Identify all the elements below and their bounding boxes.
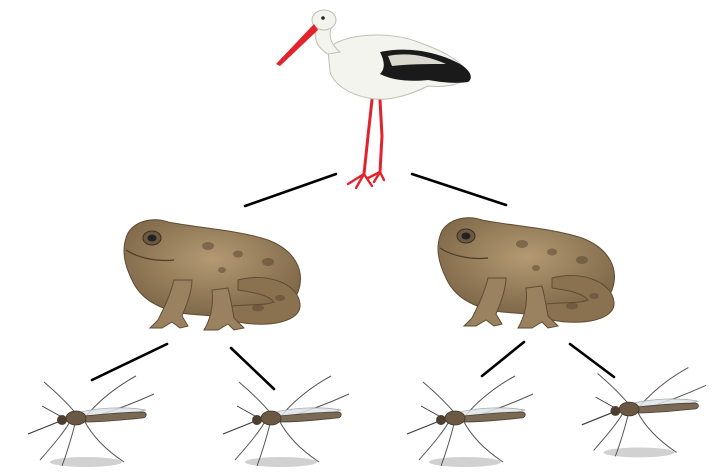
mosquito-icon — [568, 356, 716, 462]
mosquito-icon — [388, 366, 548, 470]
frog-icon — [118, 210, 308, 338]
stork-icon — [268, 2, 480, 194]
frog-icon — [432, 208, 622, 336]
mosquito-icon — [204, 366, 364, 470]
mosquito-icon — [14, 366, 164, 470]
